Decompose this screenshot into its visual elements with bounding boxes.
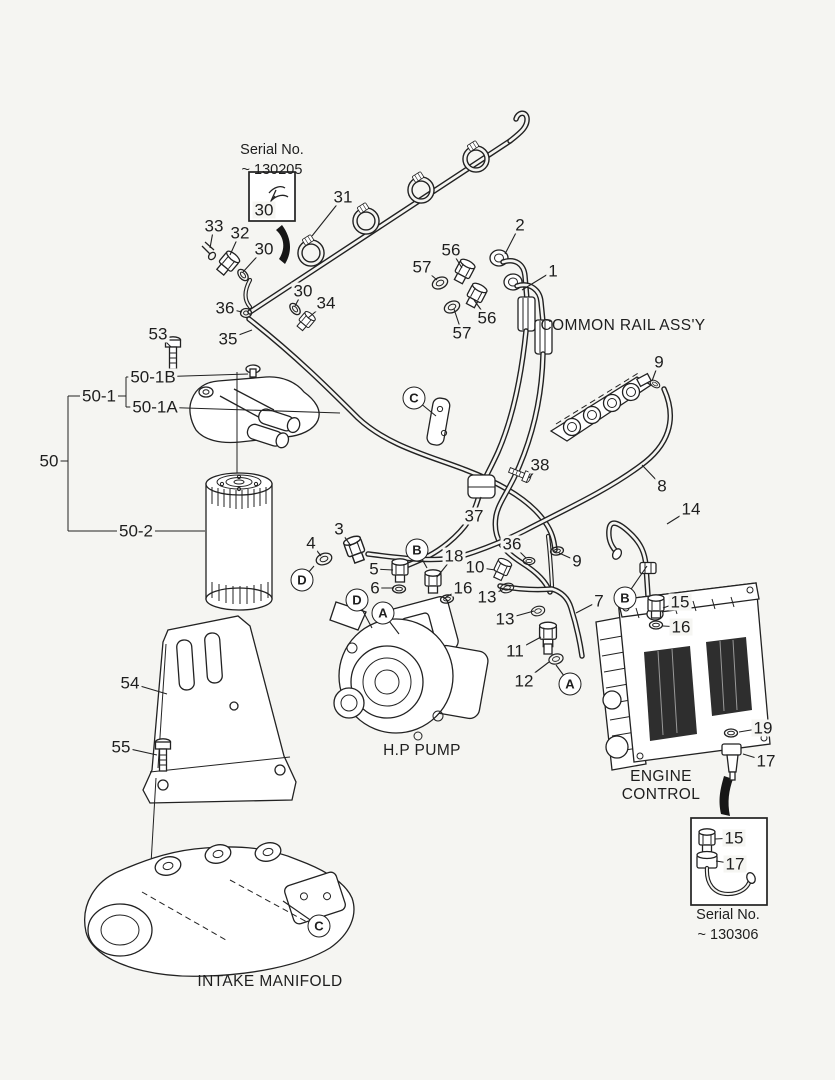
part-callout-56: 56: [439, 240, 463, 260]
part-callout-1: 1: [546, 261, 560, 281]
part-callout-4: 4: [304, 533, 318, 553]
part-callout-30: 30: [252, 200, 276, 220]
part-callout-57: 57: [450, 323, 474, 343]
filter-cartridge-art: [205, 472, 273, 611]
part-callout-38: 38: [528, 455, 552, 475]
common-rail-art: [549, 371, 662, 442]
serial-caption-top: Serial No. ~ 130205: [240, 141, 304, 180]
part-callout-15: 15: [722, 828, 746, 848]
part-callout-9: 9: [652, 352, 666, 372]
part-callout-16: 16: [451, 578, 475, 598]
part-callout-6: 6: [368, 578, 382, 598]
part-callout-18: 18: [442, 546, 466, 566]
serial-caption-bottom-line2: ~ 130306: [697, 926, 759, 943]
part-callout-50-1B: 50-1B: [128, 367, 178, 387]
part-callout-13: 13: [493, 609, 517, 629]
part-callout-50-1A: 50-1A: [130, 397, 180, 417]
ecu-art: [595, 582, 771, 771]
part-callout-19: 19: [751, 718, 775, 738]
part-callout-32: 32: [228, 223, 252, 243]
part-callout-50: 50: [37, 451, 61, 471]
part-callout-36: 36: [500, 534, 524, 554]
part-callout-50-1: 50-1: [79, 386, 119, 406]
part-callout-57: 57: [410, 257, 434, 277]
banjo-elbows-art: [429, 249, 553, 355]
part-callout-10: 10: [463, 557, 487, 577]
ref-mark-B: B: [405, 538, 429, 562]
part-callout-12: 12: [512, 671, 536, 691]
part-callout-36: 36: [213, 298, 237, 318]
part-callout-54: 54: [118, 673, 142, 693]
ref-mark-C: C: [307, 914, 331, 938]
part-callout-11: 11: [504, 641, 526, 661]
part-callout-56: 56: [475, 308, 499, 328]
part-callout-55: 55: [109, 737, 133, 757]
part-callout-16: 16: [669, 617, 693, 637]
ref-mark-B: B: [613, 586, 637, 610]
serial-caption-bottom: Serial No. ~ 130306: [696, 906, 760, 945]
section-title-intake-manifold: INTAKE MANIFOLD: [197, 973, 343, 990]
part-callout-35: 35: [216, 329, 240, 349]
part-callout-3: 3: [332, 519, 346, 539]
part-callout-7: 7: [592, 591, 606, 611]
part-callout-50-2: 50-2: [116, 521, 156, 541]
part-callout-17: 17: [723, 854, 747, 874]
part-callout-34: 34: [314, 293, 338, 313]
part-callout-9: 9: [570, 551, 584, 571]
part-callout-17: 17: [754, 751, 778, 771]
small-fittings-art: [313, 533, 742, 781]
section-title-hp-pump: H.P PUMP: [383, 742, 461, 759]
part-callout-15: 15: [668, 592, 692, 612]
part-callout-2: 2: [513, 215, 527, 235]
part-callout-31: 31: [331, 187, 355, 207]
part-callout-37: 37: [462, 506, 486, 526]
section-title-engine-control: ENGINE CONTROL: [621, 768, 701, 803]
ref-mark-D: D: [290, 568, 314, 592]
part-callout-14: 14: [679, 499, 703, 519]
ref-mark-A: A: [371, 601, 395, 625]
serial-caption-bottom-line1: Serial No.: [696, 907, 760, 923]
serial-caption-top-line1: Serial No.: [240, 142, 304, 158]
mounting-bracket-art: [142, 615, 297, 899]
section-title-common-rail-assy: COMMON RAIL ASS'Y: [540, 317, 706, 334]
serial-caption-top-line2: ~ 130205: [241, 161, 303, 178]
part-callout-5: 5: [367, 559, 381, 579]
ref-mark-D: D: [345, 588, 369, 612]
ref-mark-C: C: [402, 386, 426, 410]
intake-manifold-art: [84, 842, 355, 977]
part-callout-30: 30: [291, 281, 315, 301]
ref-mark-A: A: [558, 672, 582, 696]
part-callout-8: 8: [655, 476, 669, 496]
serial-inset-bottom-box: [690, 776, 768, 906]
part-callout-30: 30: [252, 239, 276, 259]
part-callout-13: 13: [475, 587, 499, 607]
part-callout-53: 53: [146, 324, 170, 344]
part-callout-33: 33: [202, 216, 226, 236]
